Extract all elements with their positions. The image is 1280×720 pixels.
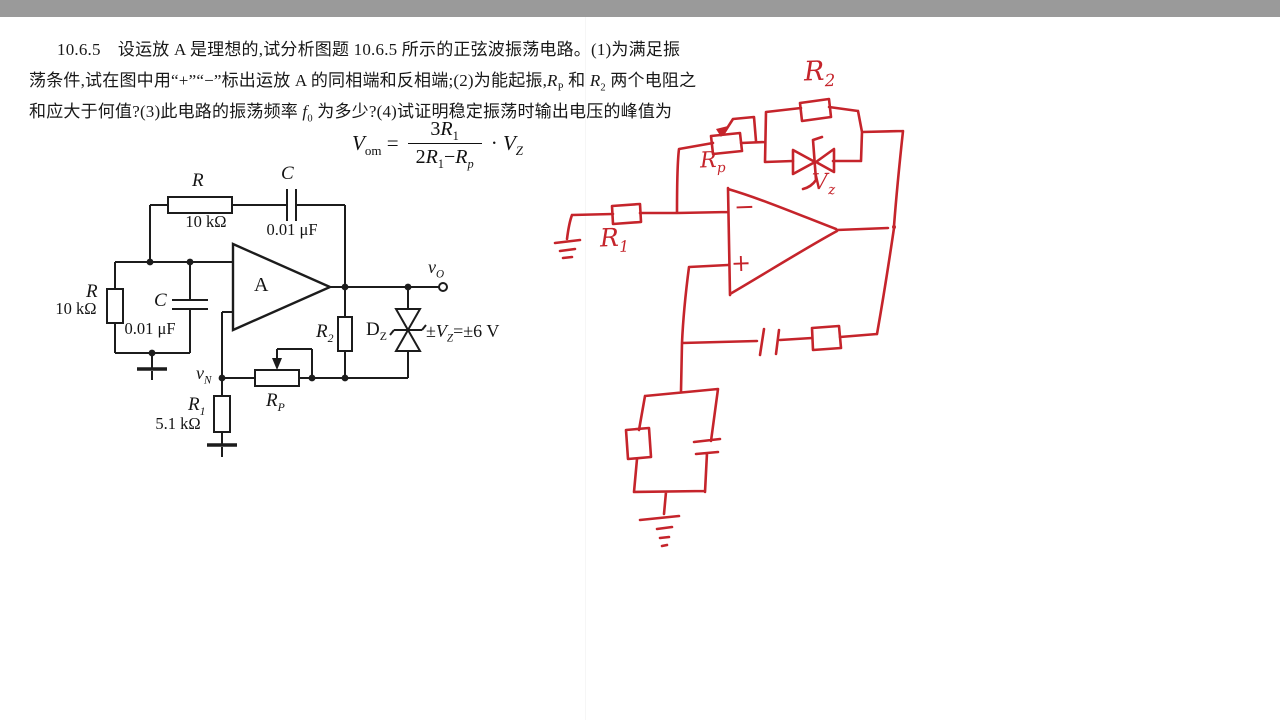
label-v-n: vN [196, 363, 212, 387]
zener-upper-triangle [394, 308, 422, 333]
red-wires [565, 105, 905, 516]
red-label-rp: Rp [699, 147, 726, 177]
resistor-r-shunt-box [106, 288, 124, 324]
problem-line-1: 10.6.5 设运放 A 是理想的,试分析图题 10.6.5 所示的正弦波振荡电… [57, 40, 681, 59]
label-c-shunt: C [154, 290, 167, 311]
red-ground-bottom [638, 514, 681, 548]
opamp-triangle [231, 242, 333, 332]
label-r1-value: 5.1 kΩ [155, 414, 201, 433]
resistor-r1-box [213, 395, 231, 433]
red-label-vz: Vz [811, 169, 836, 199]
label-c-shunt-value: 0.01 μF [124, 319, 176, 338]
label-dz: DZ [366, 319, 387, 343]
red-resistor-r2-box [798, 97, 833, 123]
formula-rhs: · VZ [490, 131, 524, 159]
junction-dot [341, 283, 349, 291]
label-v-out: vO [428, 257, 445, 281]
red-rp-wiper [722, 115, 758, 143]
junction-dot [186, 258, 194, 266]
label-r2: R2 [316, 321, 334, 345]
junction-dot [341, 374, 349, 382]
red-zener-right-triangle [814, 147, 836, 174]
label-opamp-a: A [254, 274, 269, 296]
resistor-r-series-box [167, 196, 233, 214]
junction-dot [148, 349, 156, 357]
label-rp: RP [266, 390, 285, 414]
window-top-bar [0, 0, 1280, 17]
zener-dz-symbol [389, 308, 427, 352]
junction-dot [404, 283, 412, 291]
red-inverting-input-mark: − [733, 191, 756, 222]
output-terminal [438, 282, 448, 292]
junction-dot [146, 258, 154, 266]
label-r-series: R [192, 170, 204, 191]
output-voltage-formula: Vom = 3R1 2R1−Rp · VZ [352, 118, 524, 170]
resistor-r2-box [337, 316, 353, 352]
formula-denominator: 2R1−Rp [407, 143, 482, 170]
zener-lower-triangle [394, 327, 422, 352]
red-ground-left [553, 238, 582, 260]
red-potentiometer-rp-box [709, 131, 744, 156]
red-shunt-resistor-box [624, 426, 653, 461]
junction-dot [218, 374, 226, 382]
formula-lhs: Vom = [352, 131, 399, 159]
ground-bars [137, 367, 237, 447]
red-output-dot [892, 225, 896, 229]
printed-circuit [106, 189, 448, 457]
potentiometer-rp-box [254, 369, 300, 387]
formula-numerator: 3R1 [430, 118, 459, 143]
label-dz-value: ±VZ=±6 V [426, 321, 500, 345]
red-zener-symbol [791, 135, 836, 191]
red-annotation-sketch [553, 97, 905, 548]
problem-line-3: 和应大于何值?(3)此电路的振荡频率 f0 为多少?(4)试证明稳定振荡时输出电… [29, 102, 673, 125]
red-label-r1: R1 [599, 222, 630, 256]
problem-line-2: 荡条件,试在图中用“+”“−”标出运放 A 的同相端和反相端;(2)为能起振,R… [29, 71, 697, 94]
label-r-shunt: R [86, 281, 98, 302]
zener-bar [389, 324, 427, 336]
label-c-series-value: 0.01 μF [266, 220, 318, 239]
red-series-resistor-box [810, 324, 843, 352]
red-noninverting-input-mark: + [730, 248, 752, 278]
problem-statement: 10.6.5 设运放 A 是理想的,试分析图题 10.6.5 所示的正弦波振荡电… [29, 34, 721, 127]
red-resistor-r1-box [610, 202, 643, 226]
label-r-shunt-value: 10 kΩ [55, 299, 97, 318]
red-zener-bar [801, 135, 824, 191]
junction-dot [308, 374, 316, 382]
red-rp-arrowhead [716, 126, 728, 137]
label-r1: R1 [188, 394, 206, 418]
label-r-series-value: 10 kΩ [185, 212, 227, 231]
red-label-r2: R2 [803, 55, 836, 91]
formula-fraction: 3R1 2R1−Rp [407, 118, 482, 170]
rp-wiper-arrowhead [272, 358, 282, 370]
label-c-series: C [281, 163, 294, 184]
red-zener-left-triangle [791, 148, 817, 176]
